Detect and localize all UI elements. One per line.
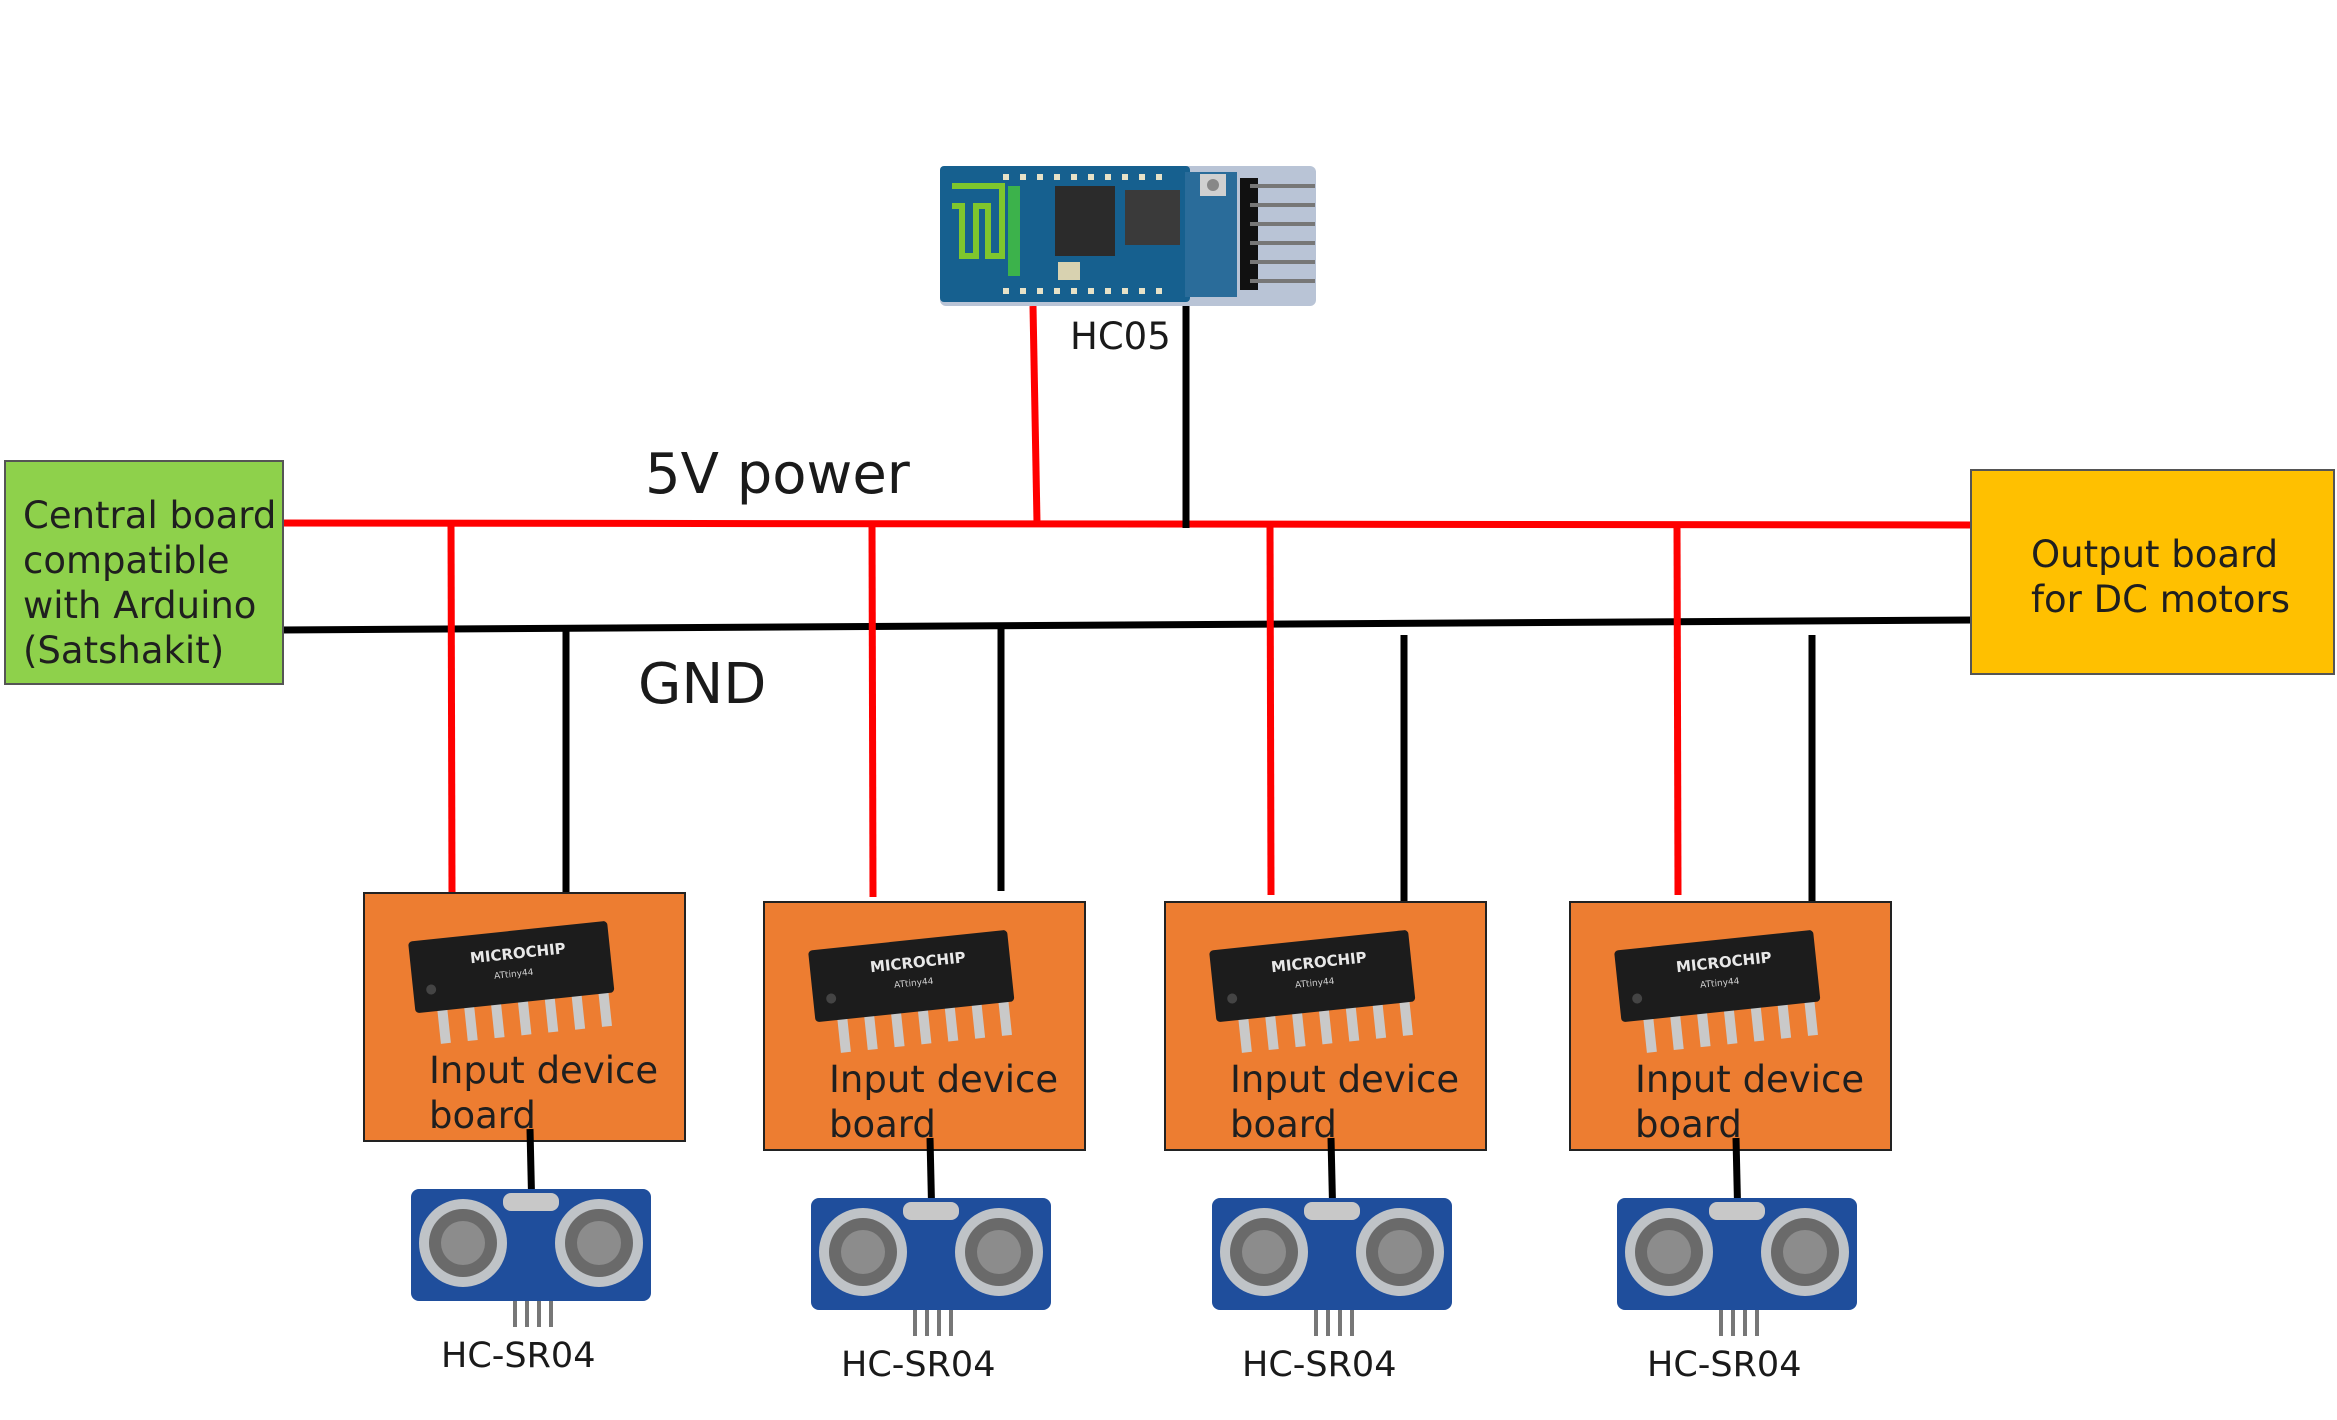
ultrasonic-sensor-icon bbox=[1617, 1198, 1857, 1336]
ultrasonic-sensor-icon bbox=[411, 1189, 651, 1327]
power-bus-label: 5V power bbox=[645, 442, 911, 507]
bluetooth-module-label: HC05 bbox=[1070, 315, 1171, 358]
input-board-line-1: Input device bbox=[1230, 1058, 1459, 1101]
output-board-line-2: for DC motors bbox=[2031, 578, 2290, 621]
central-board-line-4: (Satshakit) bbox=[23, 629, 224, 672]
central-board-line-3: with Arduino bbox=[23, 584, 256, 627]
output-board: Output board for DC motors bbox=[1970, 469, 2335, 675]
central-board: Central board compatible with Arduino (S… bbox=[4, 460, 284, 685]
central-board-box bbox=[4, 460, 284, 685]
sensor-label: HC-SR04 bbox=[841, 1345, 995, 1385]
output-board-line-1: Output board bbox=[2031, 533, 2278, 576]
chip-part-label: ATtiny44 bbox=[1700, 977, 1741, 991]
output-board-box bbox=[1970, 469, 2335, 675]
input-board-line-2: board bbox=[1635, 1103, 1742, 1146]
chip-part-label: ATtiny44 bbox=[1295, 977, 1336, 991]
input-board-line-1: Input device bbox=[1635, 1058, 1864, 1101]
input-board-line-2: board bbox=[1230, 1103, 1337, 1146]
power-bus bbox=[269, 519, 1976, 529]
input-board-line-1: Input device bbox=[829, 1058, 1058, 1101]
input-board-line-1: Input device bbox=[429, 1049, 658, 1092]
bluetooth-module-icon bbox=[940, 166, 1316, 306]
ultrasonic-sensor-icon bbox=[811, 1198, 1051, 1336]
central-board-line-1: Central board bbox=[23, 494, 276, 537]
hc05-power-wire bbox=[1029, 305, 1041, 524]
sensor-label: HC-SR04 bbox=[1242, 1345, 1396, 1385]
chip-part-label: ATtiny44 bbox=[894, 977, 935, 991]
wires bbox=[269, 300, 1976, 902]
board3-power-wire bbox=[1266, 523, 1275, 896]
ground-bus-label: GND bbox=[638, 652, 766, 717]
board4-power-wire bbox=[1673, 524, 1682, 896]
input-board-line-2: board bbox=[829, 1103, 936, 1146]
sensor-label: HC-SR04 bbox=[441, 1336, 595, 1376]
ground-bus bbox=[279, 616, 1976, 634]
sensor-label: HC-SR04 bbox=[1647, 1345, 1801, 1385]
ultrasonic-sensor-icon bbox=[1212, 1198, 1452, 1336]
board1-power-wire bbox=[447, 522, 456, 894]
chip-part-label: ATtiny44 bbox=[494, 968, 535, 982]
board2-power-wire bbox=[868, 522, 877, 898]
central-board-line-2: compatible bbox=[23, 539, 230, 582]
input-board-line-2: board bbox=[429, 1094, 536, 1137]
